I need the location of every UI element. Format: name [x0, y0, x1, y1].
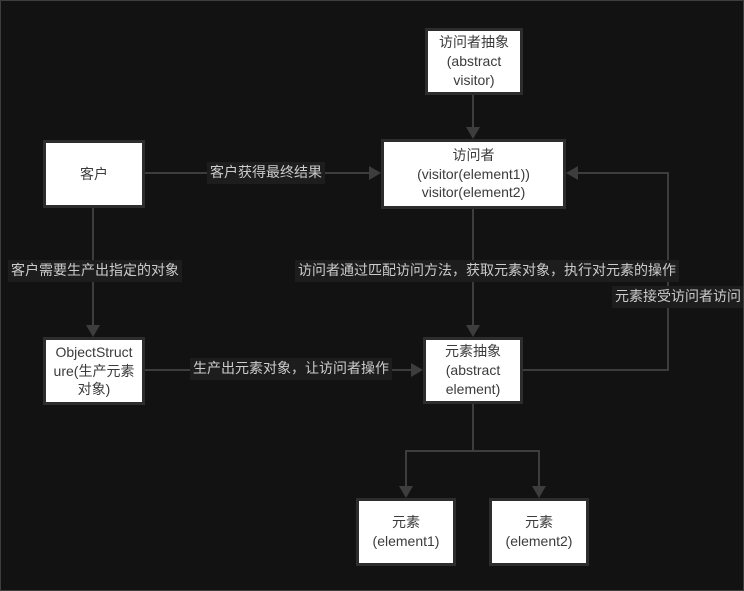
node-object-structure-label: ObjectStruct ure(生产元素 对象) [53, 343, 135, 398]
arrowhead-down-icon [466, 127, 480, 139]
edge-label-client-needs-object: 客户需要生产出指定的对象 [8, 260, 182, 282]
arrowhead-down-icon [466, 325, 480, 337]
node-client[interactable]: 客户 [43, 140, 145, 208]
node-client-label: 客户 [80, 165, 108, 182]
connector-element-children-bar [405, 450, 540, 452]
node-abstract-element[interactable]: 元素抽象 (abstract element) [423, 337, 523, 404]
node-abstract-element-label: 元素抽象 (abstract element) [445, 343, 501, 397]
edge-label-element-accepts-visitor: 元素接受访问者访问 [612, 286, 743, 308]
edge-label-client-gets-result: 客户获得最终结果 [207, 162, 325, 184]
node-element1[interactable]: 元素 (element1) [356, 498, 456, 566]
node-element2-label: 元素 (element2) [505, 514, 573, 549]
connector-element-visitor-bottom [523, 369, 669, 371]
arrowhead-right-icon [411, 363, 423, 377]
arrowhead-left-icon [566, 166, 578, 180]
arrowhead-down-icon [532, 486, 546, 498]
arrowhead-right-icon [369, 166, 381, 180]
connector-element-visitor-top [578, 172, 668, 174]
arrowhead-down-icon [399, 486, 413, 498]
connector-abstractvisitor-visitor [472, 95, 474, 129]
arrowhead-down-icon [86, 325, 100, 337]
node-visitor[interactable]: 访问者 (visitor(element1)) visitor(element2… [381, 139, 566, 209]
node-visitor-label: 访问者 (visitor(element1)) visitor(element2… [417, 146, 530, 201]
node-element1-label: 元素 (element1) [372, 514, 440, 549]
edge-label-produce-elements: 生产出元素对象，让访问者操作 [190, 358, 392, 380]
node-element2[interactable]: 元素 (element2) [489, 498, 589, 566]
edge-label-visitor-matches-method: 访问者通过匹配访问方法，获取元素对象，执行对元素的操作 [295, 260, 679, 282]
connector-element-element1 [405, 450, 407, 487]
node-abstract-visitor-label: 访问者抽象 (abstract visitor) [439, 34, 509, 88]
node-object-structure[interactable]: ObjectStruct ure(生产元素 对象) [43, 337, 145, 405]
connector-element-children-stem [472, 404, 474, 452]
connector-element-element2 [538, 450, 540, 487]
node-abstract-visitor[interactable]: 访问者抽象 (abstract visitor) [425, 28, 523, 95]
